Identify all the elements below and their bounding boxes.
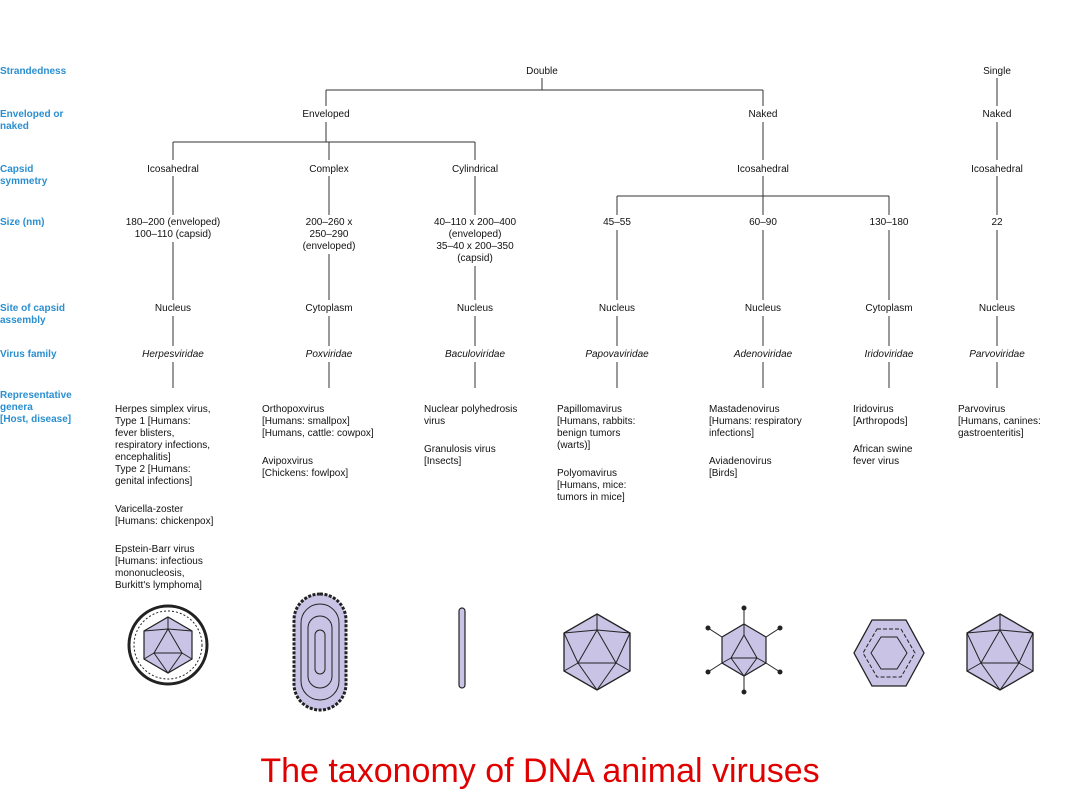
genus-entry: Polyomavirus [Humans, mice: tumors in mi… xyxy=(557,468,627,503)
row-label-genera: Representative genera [Host, disease] xyxy=(0,390,72,425)
genus-entry: Avipoxvirus [Chickens: fowlpox] xyxy=(262,456,349,479)
row-label-size: Size (nm) xyxy=(0,217,45,228)
poxvirus-illustration xyxy=(292,592,348,712)
genera-papovaviridae: Papillomavirus [Humans, rabbits: benign … xyxy=(557,392,677,520)
site-herpesviridae: Nucleus xyxy=(152,303,194,315)
node-enveloped: Enveloped xyxy=(300,109,352,121)
family-iridoviridae: Iridoviridae xyxy=(862,349,916,361)
row-label-strandedness: Strandedness xyxy=(0,66,67,77)
genus-entry: African swine fever virus xyxy=(853,444,913,467)
family-adenoviridae: Adenoviridae xyxy=(731,349,795,361)
family-herpesviridae: Herpesviridae xyxy=(140,349,206,361)
family-parvoviridae: Parvoviridae xyxy=(967,349,1027,361)
node-icosahedral-enveloped: Icosahedral xyxy=(145,164,201,176)
row-label-capsid: Capsid symmetry xyxy=(0,164,48,187)
caption: The taxonomy of DNA animal viruses xyxy=(260,752,820,790)
node-icosahedral-naked: Icosahedral xyxy=(735,164,791,176)
iridovirus-illustration xyxy=(853,619,925,687)
node-complex: Complex xyxy=(307,164,351,176)
site-adenoviridae: Nucleus xyxy=(742,303,784,315)
size-iridoviridae: 130–180 xyxy=(867,217,911,229)
papovavirus-illustration xyxy=(563,613,631,691)
genus-entry: Mastadenovirus [Humans: respiratory infe… xyxy=(709,404,802,439)
family-papovaviridae: Papovaviridae xyxy=(583,349,651,361)
baculovirus-illustration xyxy=(458,607,466,689)
row-label-site: Site of capsid assembly xyxy=(0,303,66,326)
size-poxviridae: 200–260 x 250–290 (enveloped) xyxy=(300,217,358,253)
node-naked-single: Naked xyxy=(980,109,1014,121)
site-parvoviridae: Nucleus xyxy=(976,303,1018,315)
genera-herpesviridae: Herpes simplex virus, Type 1 [Humans: fe… xyxy=(115,392,245,608)
row-label-enveloped: Enveloped or naked xyxy=(0,109,64,132)
genus-entry: Iridovirus [Arthropods] xyxy=(853,404,908,427)
genera-iridoviridae: Iridovirus [Arthropods] African swine fe… xyxy=(853,392,953,484)
genera-adenoviridae: Mastadenovirus [Humans: respiratory infe… xyxy=(709,392,834,496)
parvovirus-illustration xyxy=(966,613,1034,691)
genus-entry: Herpes simplex virus, Type 1 [Humans: fe… xyxy=(115,404,211,487)
node-icosahedral-single: Icosahedral xyxy=(969,164,1025,176)
family-poxviridae: Poxviridae xyxy=(303,349,355,361)
site-iridoviridae: Cytoplasm xyxy=(863,303,915,315)
site-poxviridae: Cytoplasm xyxy=(303,303,355,315)
herpesvirus-illustration xyxy=(127,604,209,686)
genus-entry: Varicella-zoster [Humans: chickenpox] xyxy=(115,504,214,527)
tree-lines xyxy=(172,78,998,388)
genus-entry: Aviadenovirus [Birds] xyxy=(709,456,772,479)
genus-entry: Epstein-Barr virus [Humans: infectious m… xyxy=(115,544,203,591)
size-adenoviridae: 60–90 xyxy=(747,217,779,229)
node-cylindrical: Cylindrical xyxy=(449,164,501,176)
genera-poxviridae: Orthopoxvirus [Humans: smallpox] [Humans… xyxy=(262,392,397,496)
genus-entry: Papillomavirus [Humans, rabbits: benign … xyxy=(557,404,636,451)
node-naked: Naked xyxy=(746,109,780,121)
genus-entry: Orthopoxvirus [Humans: smallpox] [Humans… xyxy=(262,404,374,439)
genus-entry: Parvovirus [Humans, canines: gastroenter… xyxy=(958,404,1041,439)
node-double: Double xyxy=(524,66,560,78)
genus-entry: Nuclear polyhedrosis virus xyxy=(424,404,518,427)
site-papovaviridae: Nucleus xyxy=(596,303,638,315)
size-herpesviridae: 180–200 (enveloped) 100–110 (capsid) xyxy=(123,217,223,241)
family-baculoviridae: Baculoviridae xyxy=(442,349,508,361)
adenovirus-illustration xyxy=(705,605,783,695)
size-papovaviridae: 45–55 xyxy=(601,217,633,229)
genera-parvoviridae: Parvovirus [Humans, canines: gastroenter… xyxy=(958,392,1076,456)
site-baculoviridae: Nucleus xyxy=(454,303,496,315)
genera-baculoviridae: Nuclear polyhedrosis virus Granulosis vi… xyxy=(424,392,544,484)
size-baculoviridae: 40–110 x 200–400 (enveloped) 35–40 x 200… xyxy=(431,217,519,265)
node-single: Single xyxy=(981,66,1013,78)
size-parvoviridae: 22 xyxy=(989,217,1005,229)
row-label-family: Virus family xyxy=(0,349,57,360)
genus-entry: Granulosis virus [Insects] xyxy=(424,444,496,467)
